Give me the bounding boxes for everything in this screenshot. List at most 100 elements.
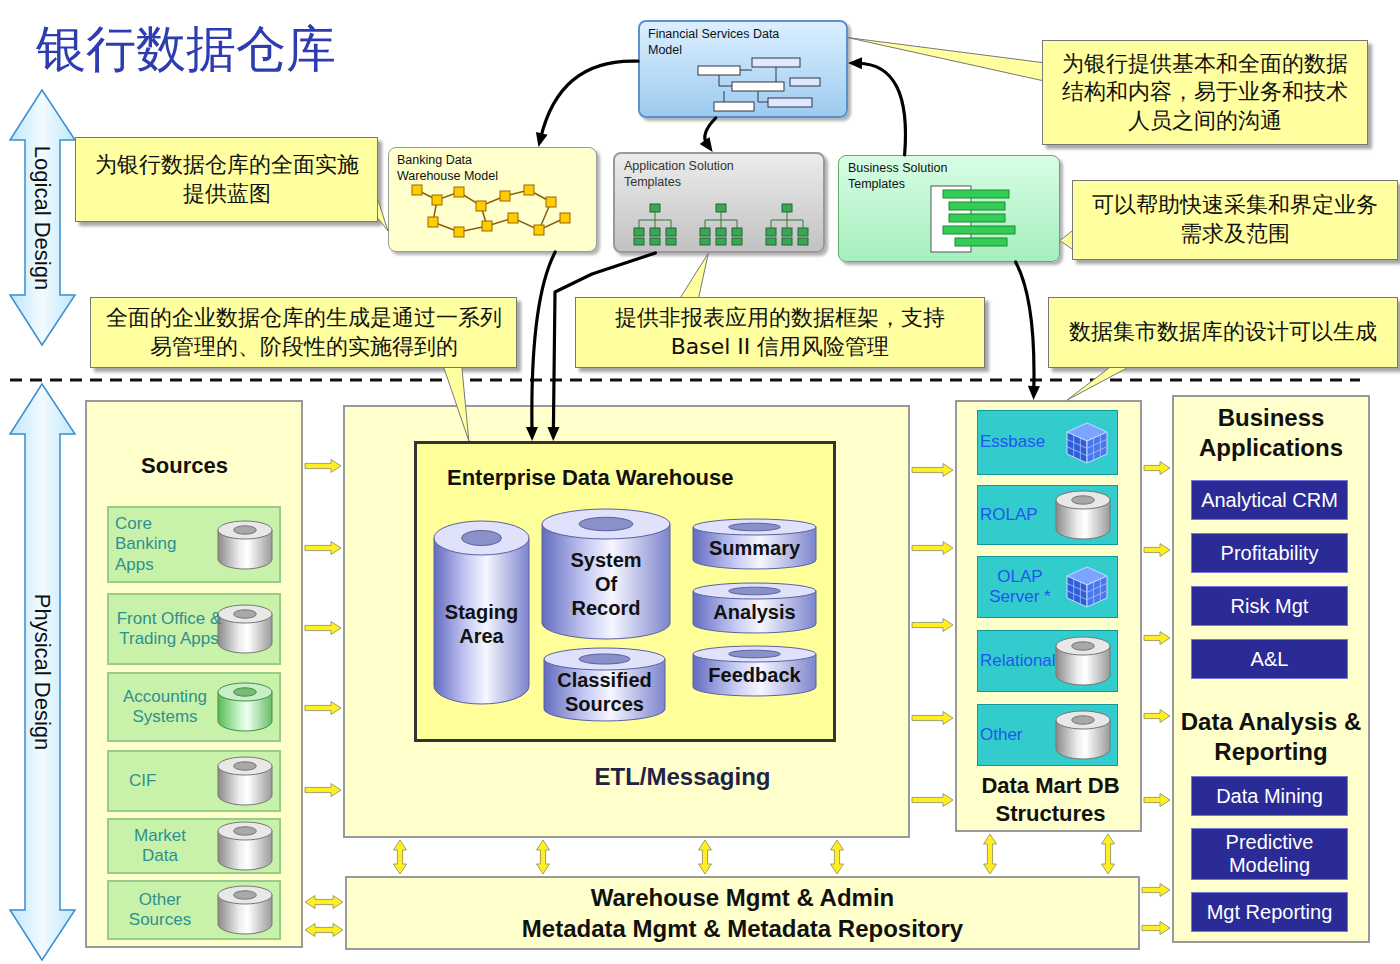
callout-box: 可以帮助快速采集和界定业务需求及范围 xyxy=(1072,180,1398,260)
node-text: Analytical CRM xyxy=(1201,488,1338,512)
data-flow-arrow xyxy=(912,464,953,477)
callout-pointer xyxy=(1060,231,1072,249)
node-text: Relational xyxy=(980,651,1070,671)
node-text: Classified Sources xyxy=(546,668,664,716)
data-flow-arrow xyxy=(912,619,953,632)
node-text: A&L xyxy=(1251,647,1289,671)
callout-box: 全面的企业数据仓库的生成是通过一系列易管理的、阶段性的实施得到的 xyxy=(90,297,517,368)
callout-tail xyxy=(378,200,388,231)
database-cylinder: Analysis xyxy=(692,582,817,634)
node-text: Analysis xyxy=(695,600,815,624)
cylinder-shape xyxy=(217,885,273,935)
data-flow-arrow xyxy=(912,794,953,807)
callout-tail xyxy=(681,253,709,297)
callout-pointer xyxy=(1067,368,1127,400)
cylinder-shape xyxy=(217,520,273,570)
source-system: Front Office & Trading Apps xyxy=(107,593,281,665)
node-text: Essbase xyxy=(980,432,1070,452)
data-flow-arrow xyxy=(305,542,341,555)
data-flow-arrow xyxy=(1102,834,1115,874)
callout-tail-edge xyxy=(681,253,709,297)
application-box: Profitability xyxy=(1191,533,1348,573)
data-flow-arrow xyxy=(831,840,844,874)
application-box: A&L xyxy=(1191,639,1348,679)
node-text: Other Sources xyxy=(115,890,205,931)
data-flow-arrow xyxy=(1144,632,1170,645)
database-cylinder: Staging Area xyxy=(433,520,530,705)
application-box: Analytical CRM xyxy=(1191,480,1348,520)
node-text: System Of Record xyxy=(561,548,651,620)
callout-tail-edge xyxy=(378,200,388,231)
node-text: Core Banking Apps xyxy=(115,514,215,575)
node-text: Staging Area xyxy=(437,600,527,648)
node-text: CIF xyxy=(129,771,219,791)
node-text: Predictive Modeling xyxy=(1196,831,1343,877)
text-slot: Data Mart DB Structures xyxy=(957,772,1144,827)
source-system: Market Data xyxy=(107,818,281,874)
data-mart-store: OLAP Server * xyxy=(977,556,1118,618)
callout-tail xyxy=(1067,368,1127,400)
application-box: Data Mining xyxy=(1191,776,1348,816)
node-text: Enterprise Data Warehouse xyxy=(447,464,817,492)
cylinder-shape xyxy=(217,682,273,732)
callout-tail xyxy=(1060,231,1072,249)
callout-box: 数据集市数据库的设计可以生成 xyxy=(1048,297,1398,368)
node-text: 提供非报表应用的数据框架，支持 Basel II 信用风险管理 xyxy=(588,304,972,361)
model-box: Financial Services Data Model xyxy=(638,20,848,118)
text-slot: Business Applications xyxy=(1174,403,1368,463)
data-flow-arrow xyxy=(394,840,407,874)
text-slot: Business Solution Templates xyxy=(848,161,978,192)
node-text: ROLAP xyxy=(980,505,1070,525)
node-text: Accounting Systems xyxy=(115,687,215,728)
arrow-head xyxy=(848,57,862,69)
text-slot: Data Analysis & Reporting xyxy=(1174,707,1368,767)
callout-pointer xyxy=(378,200,388,231)
cube-icon xyxy=(1065,565,1109,609)
axis-label: Logical Design xyxy=(28,118,56,318)
data-flow-arrow xyxy=(305,622,341,635)
callout-tail-edge xyxy=(1060,231,1072,249)
cube-icon xyxy=(1065,421,1109,465)
node-text: Feedback xyxy=(695,663,815,687)
node-text: Data Analysis & Reporting xyxy=(1174,707,1368,767)
text-slot: Sources xyxy=(87,452,282,480)
data-flow-arrow xyxy=(1144,794,1170,807)
arrow-line xyxy=(705,118,716,144)
database-cylinder: Classified Sources xyxy=(543,647,666,722)
application-box: Risk Mgt xyxy=(1191,586,1348,626)
data-flow-arrow xyxy=(537,840,550,874)
node-text: Profitability xyxy=(1221,541,1319,565)
cylinder-shape xyxy=(217,604,273,654)
source-system: CIF xyxy=(107,750,281,812)
logical-design-arrow xyxy=(10,90,75,345)
node-text: OLAP Server * xyxy=(980,567,1060,608)
node-text: Other xyxy=(980,725,1070,745)
arrow-head xyxy=(1028,386,1040,400)
data-flow-arrows xyxy=(305,460,341,797)
data-flow-arrow xyxy=(305,460,341,473)
data-flow-arrow xyxy=(1142,884,1170,897)
cylinder-shape xyxy=(1055,636,1111,686)
text-slot: Banking Data Warehouse Model xyxy=(397,153,527,184)
node-text: Business Solution Templates xyxy=(848,161,978,192)
data-flow-arrow xyxy=(1144,462,1170,475)
data-flow-arrow xyxy=(912,542,953,555)
callout-tail xyxy=(848,38,1042,81)
data-flow-arrow xyxy=(1144,710,1170,723)
arrow-line xyxy=(858,63,905,155)
node-text: Mgt Reporting xyxy=(1207,900,1333,924)
management-panel: Warehouse Mgmt & AdminMetadata Mgmt & Me… xyxy=(345,876,1140,950)
node-text: Application Solution Templates xyxy=(624,159,764,190)
flow-arrow xyxy=(1016,262,1040,400)
data-flow-arrow xyxy=(1142,922,1170,935)
node-text: 全面的企业数据仓库的生成是通过一系列易管理的、阶段性的实施得到的 xyxy=(103,304,504,361)
source-system: Other Sources xyxy=(107,880,281,940)
source-system: Accounting Systems xyxy=(107,672,281,742)
physical-design-arrow xyxy=(10,384,75,960)
data-flow-arrows xyxy=(394,840,844,874)
source-system: Core Banking Apps xyxy=(107,506,281,583)
sources-panel: SourcesCore Banking AppsFront Office & T… xyxy=(85,400,303,948)
node-text: 数据集市数据库的设计可以生成 xyxy=(1069,318,1377,347)
data-flow-arrow xyxy=(305,896,343,909)
